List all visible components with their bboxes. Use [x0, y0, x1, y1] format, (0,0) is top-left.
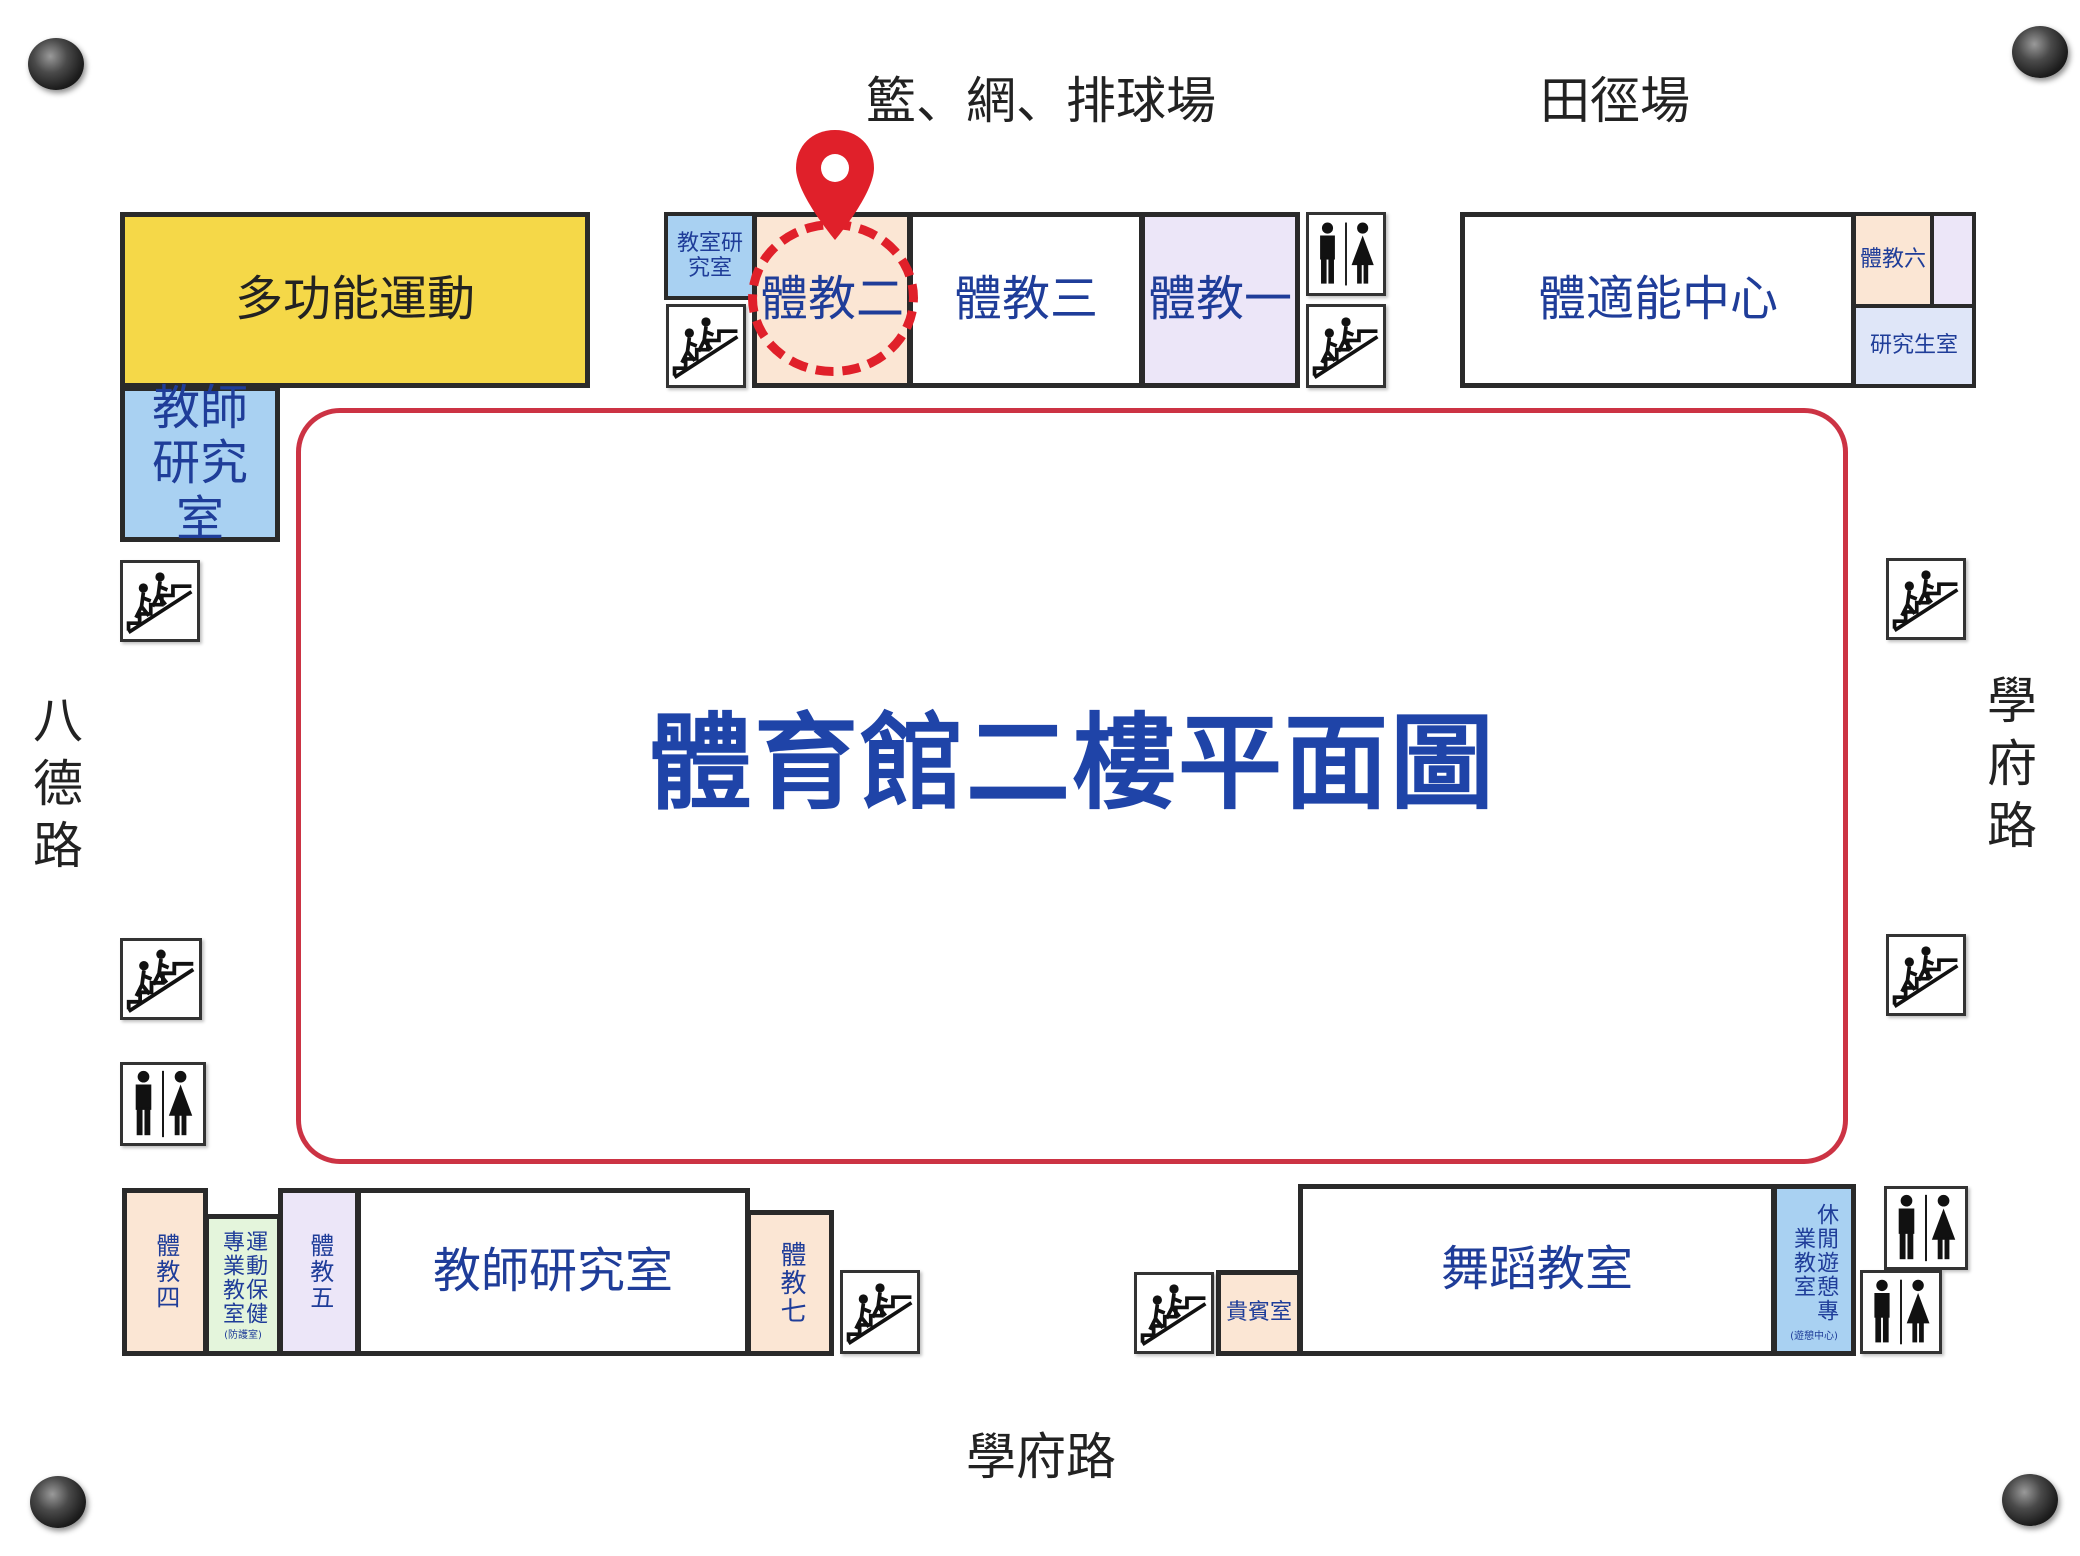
track-label: 田徑場 [1540, 72, 1690, 130]
restroom-icon [120, 1062, 206, 1146]
location-pin-icon [790, 126, 880, 246]
screw-icon [28, 38, 84, 90]
room-teacher-research-nw[interactable]: 教師研究室 [120, 381, 280, 546]
room-blank-ne [1930, 212, 1976, 308]
restroom-icon [1884, 1186, 1968, 1270]
map-title: 體育館二樓平面圖 [647, 701, 1496, 824]
courts-label: 籃、網、排球場 [866, 72, 1216, 130]
room-teacher-research-s[interactable]: 教師研究室 [356, 1188, 750, 1356]
stairs-icon [120, 938, 202, 1020]
screw-icon [2012, 26, 2068, 78]
stairs-icon [840, 1270, 920, 1354]
screw-icon [2002, 1474, 2058, 1526]
room-classroom-research[interactable]: 教室研究室 [664, 212, 756, 300]
restroom-icon [1306, 212, 1386, 296]
restroom-icon [1860, 1270, 1942, 1354]
room-multi-sport[interactable]: 多功能運動 [120, 212, 590, 388]
stairs-icon [1886, 558, 1966, 640]
room-pe1[interactable]: 體教一 [1140, 212, 1300, 388]
room-fitness-center[interactable]: 體適能中心 [1460, 212, 1856, 388]
stairs-icon [1306, 304, 1386, 388]
room-pe3[interactable]: 體教三 [908, 212, 1144, 388]
screw-icon [30, 1476, 86, 1528]
room-sports-health[interactable]: 運動保健專業教室 (防護室) [204, 1214, 282, 1356]
room-vip[interactable]: 貴賓室 [1216, 1270, 1302, 1356]
room-pe4[interactable]: 體教四 [122, 1188, 208, 1356]
road-east-label: 學府路 [1987, 672, 2037, 855]
room-pe6[interactable]: 體教六 [1852, 212, 1934, 308]
stairs-icon [120, 560, 200, 642]
room-leisure[interactable]: 休閒遊憩專業教室 (遊憩中心) [1772, 1184, 1856, 1356]
stairs-icon [1886, 934, 1966, 1016]
road-south-label: 學府路 [966, 1428, 1116, 1486]
stairs-icon [666, 304, 746, 388]
room-pe5[interactable]: 體教五 [278, 1188, 360, 1356]
central-court [296, 408, 1848, 1164]
room-dance[interactable]: 舞蹈教室 [1298, 1184, 1776, 1356]
road-west-label: 八德路 [33, 692, 83, 875]
room-student-research[interactable]: 研究生室 [1852, 304, 1976, 388]
room-pe7[interactable]: 體教七 [746, 1210, 834, 1356]
stairs-icon [1134, 1272, 1214, 1354]
